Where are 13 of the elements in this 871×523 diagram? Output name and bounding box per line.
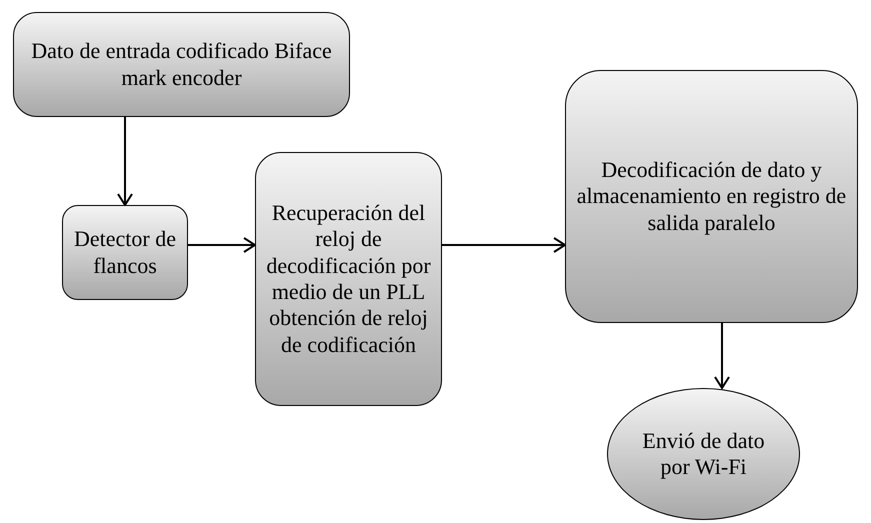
arrow <box>188 237 256 253</box>
arrow <box>117 117 133 206</box>
process-box <box>13 12 350 117</box>
node-label: Recuperación del reloj de decodificación por medio de un PLL obtención de reloj de codificación <box>265 200 432 358</box>
process-box <box>62 205 188 300</box>
process-box <box>565 70 858 323</box>
node-label: Decodificación de dato y almacenamiento en registro de salida paralelo <box>576 156 848 236</box>
arrow <box>714 323 730 389</box>
node-label: Dato de entrada codificado Biface mark encoder <box>30 38 333 91</box>
process-box <box>255 152 442 406</box>
arrow <box>442 237 566 253</box>
node-label: Detector de flancos <box>73 226 177 279</box>
node-label: Envió de dato por Wi-Fi <box>641 428 766 480</box>
